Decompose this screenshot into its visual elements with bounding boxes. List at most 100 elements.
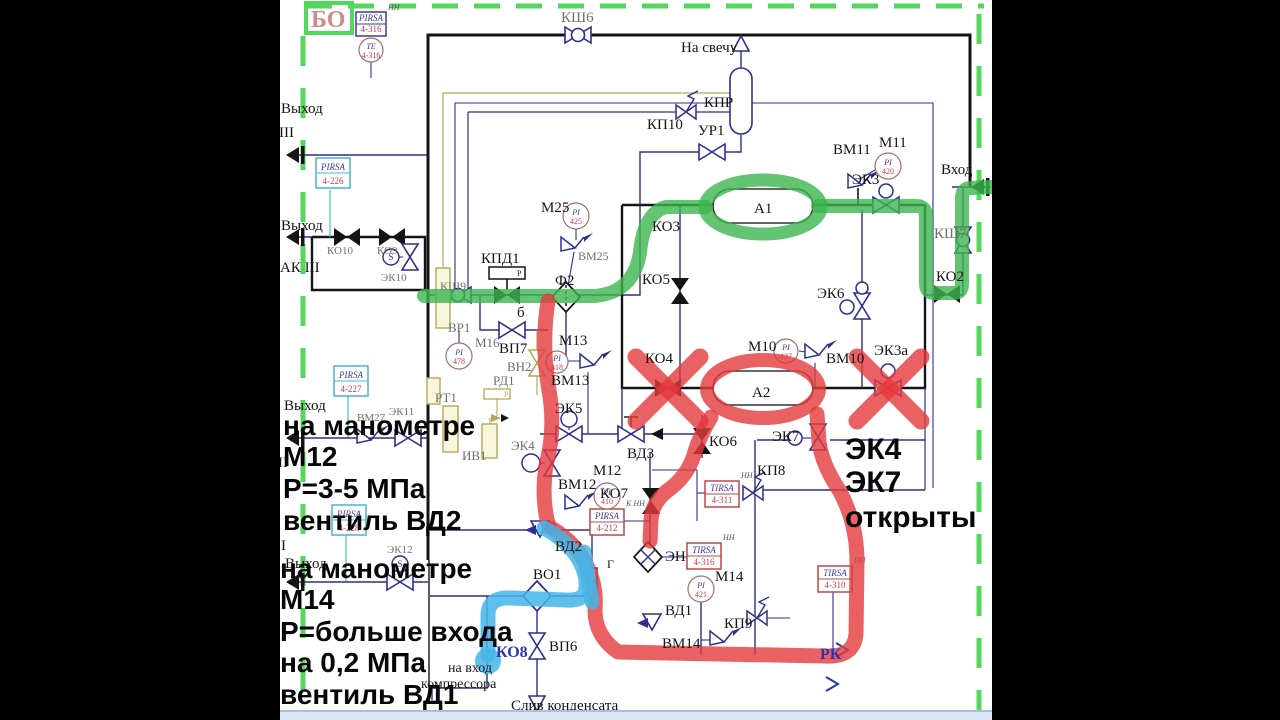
solenoid-coil — [521, 453, 541, 473]
label: ВП6 — [549, 639, 578, 655]
label: Ф2 — [555, 273, 574, 289]
rt1-vessel — [426, 377, 441, 405]
vm11 — [861, 173, 872, 186]
annotation-text-0: Р=3-5 МПа — [283, 473, 426, 504]
label: ЭН — [665, 549, 686, 565]
label: РТ1 — [435, 390, 457, 405]
gauge — [562, 202, 590, 230]
ek12 — [398, 572, 414, 592]
annotation-text-1: на манометре — [280, 553, 472, 584]
gauge — [687, 575, 715, 603]
label: А1 — [754, 201, 772, 217]
label: М25 — [541, 200, 569, 216]
rd1-regulator — [483, 388, 511, 400]
bo-box — [304, 1, 354, 35]
label: PIRSA — [338, 370, 363, 380]
label: компрессора — [421, 677, 497, 692]
ur1 — [710, 142, 726, 162]
annotation-text-1: М14 — [280, 584, 335, 615]
label: М16 — [475, 335, 500, 350]
label: 478 — [453, 357, 465, 366]
pipe-8 — [426, 33, 972, 295]
gauge — [358, 37, 384, 63]
ko5 — [671, 291, 689, 304]
label: Вход — [941, 162, 973, 178]
label: КО5 — [642, 272, 670, 288]
label: S — [397, 559, 402, 569]
label: КО7 — [600, 486, 628, 502]
label: ВД2 — [555, 539, 582, 555]
iv1-vessel-2 — [481, 423, 498, 459]
annotation-text-1: на 0,2 МПа — [280, 647, 426, 678]
ko9 — [392, 228, 405, 246]
gauge — [874, 152, 902, 180]
label: ЭК3а — [874, 343, 908, 359]
highlight-path — [642, 409, 719, 549]
label: 4-212 — [597, 523, 618, 533]
label: PIRSA — [594, 511, 619, 521]
label: ЭК6 — [817, 286, 845, 302]
label: PI — [552, 354, 561, 363]
label: ЭК10 — [381, 272, 407, 284]
vent-arrow — [731, 34, 751, 52]
label: S — [388, 252, 393, 262]
label: 410 — [601, 497, 613, 506]
label: КО4 — [645, 351, 673, 367]
pipe-23 — [639, 135, 742, 205]
label: PIRSA — [336, 509, 361, 519]
vp6 — [527, 632, 547, 648]
label: ВМ27 — [357, 412, 386, 424]
annotation-text-2: ЭК7 — [845, 466, 901, 499]
label: КПД1 — [481, 251, 520, 267]
vp6 — [527, 644, 547, 660]
ko10 — [334, 228, 347, 246]
vm13 — [579, 352, 596, 369]
label: 4-226 — [323, 176, 344, 186]
ksh6 — [570, 27, 586, 43]
label: ВО1 — [533, 567, 561, 583]
label: НН — [740, 471, 754, 480]
label: КО6 — [709, 434, 737, 450]
vm25 — [574, 236, 585, 249]
label: КП9 — [724, 616, 752, 632]
vm14 — [709, 629, 726, 646]
label: TIRSA — [692, 545, 716, 555]
vd1-valve — [637, 618, 648, 628]
label: Выход — [281, 101, 323, 117]
label: ВР1 — [448, 320, 470, 335]
label: ВМ14 — [662, 636, 701, 652]
label: ВМ25 — [578, 249, 609, 263]
label: 4-316 — [694, 557, 715, 567]
annotation-text-1: вентиль ВД1 — [280, 679, 458, 710]
port-vyhod-ak3 — [301, 228, 305, 246]
label: на вход — [448, 661, 492, 676]
solenoid-coil — [855, 281, 869, 295]
label: ВП7 — [499, 341, 528, 357]
label: PI — [571, 208, 580, 217]
ek10 — [400, 255, 420, 271]
label: 4-316 — [361, 24, 382, 34]
letterbox-right — [992, 0, 1280, 720]
x-mark — [627, 348, 709, 430]
label: PIRSA — [358, 13, 383, 23]
label: ЭК12 — [387, 544, 413, 556]
label: М14 — [715, 569, 744, 585]
ek12 — [386, 572, 402, 592]
label: ЭК11 — [389, 406, 414, 418]
solenoid-coil — [787, 430, 803, 446]
label: PI — [454, 348, 463, 357]
label: АК III — [280, 260, 320, 276]
highlight-ring — [698, 173, 828, 241]
label: ЭК3 — [852, 172, 879, 188]
label: I — [281, 538, 286, 554]
video-progress-strip[interactable] — [280, 711, 992, 720]
vd3 — [629, 424, 645, 444]
label: На свечу — [681, 40, 738, 56]
label: 4-311 — [712, 495, 733, 505]
kp8 — [752, 471, 766, 494]
label: КПР — [704, 95, 733, 111]
label: TIRSA — [823, 568, 847, 578]
label: TIRSA — [710, 483, 734, 493]
port-vyhod-ak3 — [286, 229, 299, 245]
